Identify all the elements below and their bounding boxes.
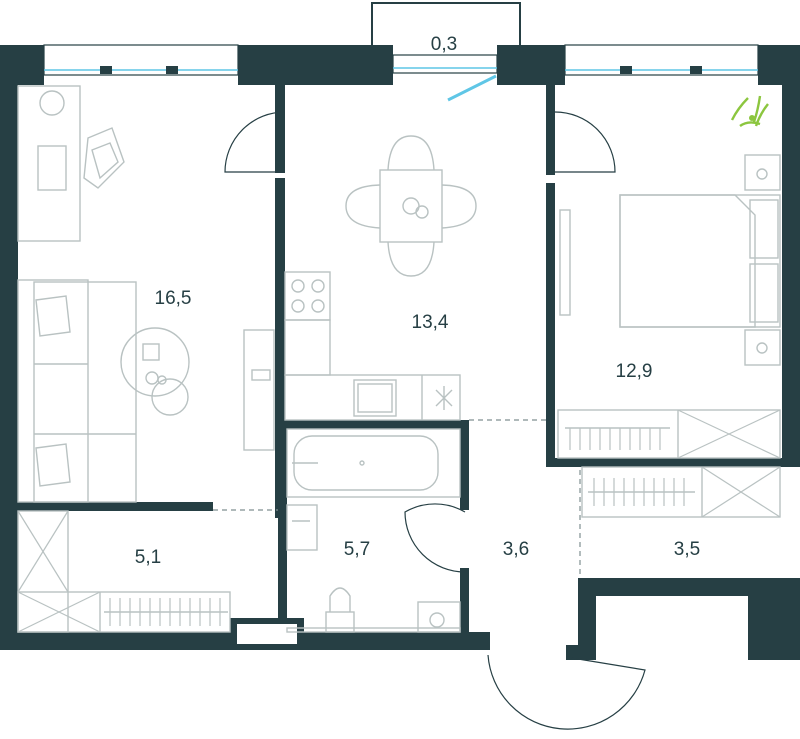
doors (213, 111, 646, 730)
interior-walls (18, 85, 800, 646)
bed-icon (619, 194, 781, 328)
room-area-storage-left: 5,1 (135, 547, 161, 568)
room-area-kitchen: 13,4 (412, 312, 449, 333)
room-labels: 0,3 16,5 13,4 12,9 5,1 5,7 3,6 3,5 (135, 34, 700, 568)
room-area-hall: 3,6 (503, 539, 529, 560)
bathtub-icon (286, 428, 461, 498)
windows (43, 44, 759, 76)
outer-walls (0, 45, 800, 660)
room-area-bathroom: 5,7 (344, 539, 370, 560)
kitchen-furniture (284, 135, 477, 421)
sofa-icon (17, 279, 137, 503)
room-area-bedroom: 12,9 (616, 361, 653, 382)
dining-table-icon (345, 135, 477, 277)
washing-machine-icon (417, 601, 461, 633)
room-area-living: 16,5 (155, 288, 192, 309)
balcony (371, 2, 521, 102)
plant-icon (730, 95, 769, 127)
sink-icon (353, 379, 397, 417)
bathroom-furniture (286, 428, 461, 633)
toilet-icon (325, 587, 355, 633)
wardrobe-icon (17, 409, 781, 633)
bedroom-furniture (559, 95, 781, 366)
armchair-icon (83, 127, 125, 189)
round-table-icon (120, 327, 190, 416)
room-area-balcony: 0,3 (431, 34, 457, 55)
stove-icon (291, 279, 325, 313)
room-area-storage-right: 3,5 (674, 539, 700, 560)
living-furniture (17, 85, 275, 503)
